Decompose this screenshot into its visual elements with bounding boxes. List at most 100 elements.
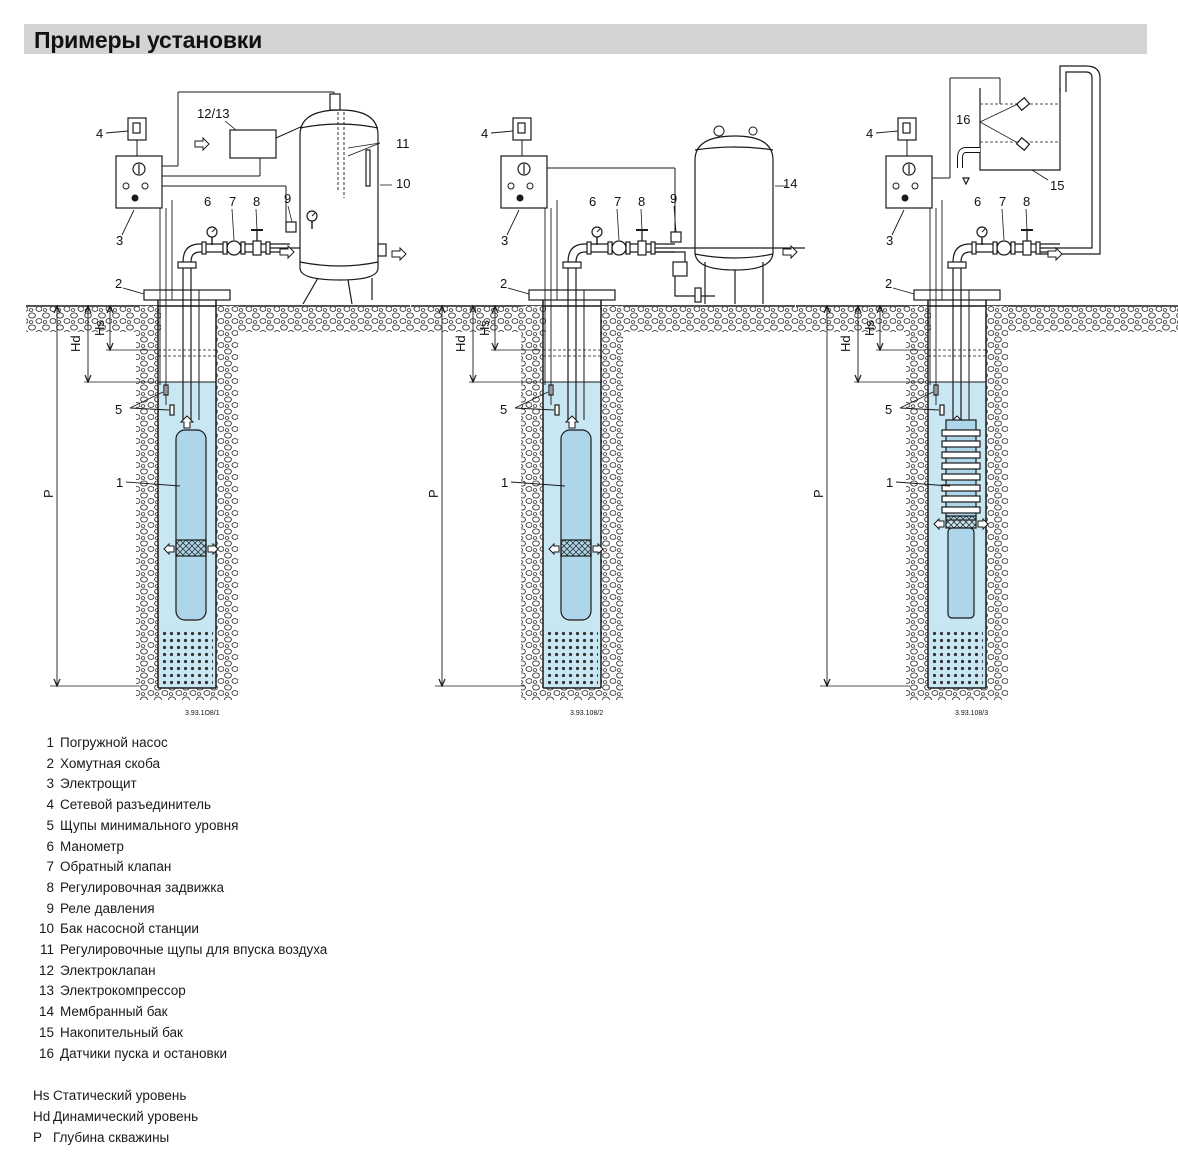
callout-1: 1 bbox=[116, 475, 123, 490]
pressure-tank bbox=[299, 109, 379, 281]
legend-symbol-text: Динамический уровень bbox=[53, 1109, 199, 1124]
dim-label-p: P bbox=[41, 489, 56, 498]
pump-stage bbox=[941, 451, 981, 459]
leader bbox=[1001, 208, 1005, 241]
legend-number: 14 bbox=[38, 1004, 54, 1020]
legend-number: 13 bbox=[38, 983, 54, 999]
ground-gravel bbox=[601, 307, 796, 332]
leader bbox=[129, 407, 170, 411]
legend-number: 12 bbox=[38, 962, 54, 978]
leader bbox=[895, 481, 951, 487]
dim-arrow bbox=[438, 304, 446, 314]
dim-label-hd: Hd bbox=[68, 335, 83, 352]
well-gravel-right bbox=[216, 306, 238, 698]
legend-number: 4 bbox=[46, 797, 54, 813]
dim-arrow bbox=[823, 678, 831, 688]
flange bbox=[1035, 241, 1041, 255]
flow-arrow-icon bbox=[207, 542, 219, 556]
dim-arrow bbox=[854, 374, 862, 384]
clamp-plate bbox=[913, 289, 1001, 301]
well-gravel-left bbox=[136, 306, 158, 698]
legend-number: 7 bbox=[46, 859, 54, 875]
leader bbox=[121, 209, 135, 236]
diagram-code: 3.93.1O8/1 bbox=[185, 710, 220, 717]
legend-number: 8 bbox=[46, 879, 54, 895]
dim-arrow bbox=[84, 304, 92, 314]
discharge-pipe bbox=[182, 243, 290, 263]
leader bbox=[287, 205, 293, 223]
well-gravel-left bbox=[521, 306, 543, 698]
callout-16: 16 bbox=[956, 112, 970, 127]
leader bbox=[347, 142, 381, 157]
callout-1: 1 bbox=[886, 475, 893, 490]
legend-number: 16 bbox=[38, 1045, 54, 1061]
tank-leg bbox=[347, 279, 353, 305]
callout-3: 3 bbox=[116, 233, 123, 248]
tank-seam bbox=[299, 123, 379, 129]
tank-valve-top bbox=[329, 93, 341, 111]
electro-compressor bbox=[229, 129, 277, 159]
callout-8: 8 bbox=[253, 194, 260, 209]
flange bbox=[625, 241, 631, 255]
dim-label-hs: Hs bbox=[477, 320, 492, 336]
legend-number: 1 bbox=[46, 735, 54, 750]
ground-gravel bbox=[986, 307, 1178, 332]
legend-text: Мембранный бак bbox=[60, 1004, 168, 1020]
tank-leg bbox=[302, 277, 319, 305]
callout-6: 6 bbox=[589, 194, 596, 209]
dim-arrow bbox=[469, 304, 477, 314]
callout-3: 3 bbox=[501, 233, 508, 248]
indicator-lamp-icon bbox=[911, 182, 919, 190]
leader bbox=[224, 120, 237, 131]
pump-stage bbox=[941, 473, 981, 481]
pump-stage bbox=[941, 429, 981, 437]
flange bbox=[377, 243, 387, 257]
callout-15: 15 bbox=[1050, 178, 1064, 193]
leader bbox=[105, 130, 129, 134]
legend-text: Датчики пуска и остановки bbox=[60, 1045, 228, 1061]
callout-12-13: 12/13 bbox=[197, 106, 230, 121]
leader bbox=[514, 391, 549, 409]
pump-intake-screen bbox=[560, 539, 592, 557]
callout-7: 7 bbox=[999, 194, 1006, 209]
flow-arrow-icon bbox=[548, 542, 560, 556]
legend-symbol-text: Статический уровень bbox=[53, 1088, 187, 1103]
leader bbox=[640, 208, 643, 231]
leader bbox=[979, 121, 1019, 144]
legend-number: 6 bbox=[46, 838, 54, 854]
selector-knob-icon bbox=[516, 194, 524, 202]
legend-text: Хомутная скоба bbox=[60, 755, 160, 771]
dim-arrow bbox=[876, 304, 884, 314]
leader bbox=[616, 208, 620, 241]
page-title: Примеры установки bbox=[34, 27, 263, 53]
well-gravel-right bbox=[601, 306, 623, 698]
flange bbox=[971, 241, 977, 255]
membrane-tank bbox=[694, 135, 774, 271]
indicator-lamp-icon bbox=[526, 182, 534, 190]
leader bbox=[510, 481, 566, 487]
dim-arrow bbox=[491, 304, 499, 314]
legend-text: Бак насосной станции bbox=[60, 921, 199, 937]
flow-arrow-icon bbox=[977, 517, 989, 531]
tank-seam bbox=[299, 261, 379, 267]
callout-5: 5 bbox=[115, 402, 122, 417]
switch-handle bbox=[132, 122, 141, 134]
callout-4: 4 bbox=[96, 126, 103, 141]
legend-number: 2 bbox=[46, 755, 54, 771]
legend-number: 5 bbox=[46, 817, 54, 833]
leader bbox=[122, 287, 145, 295]
legend-symbol: Hs bbox=[33, 1088, 50, 1103]
indicator-lamp-icon bbox=[507, 182, 515, 190]
leader bbox=[506, 209, 520, 236]
level-sensor bbox=[1015, 96, 1031, 112]
discharge-pipe bbox=[567, 243, 675, 263]
